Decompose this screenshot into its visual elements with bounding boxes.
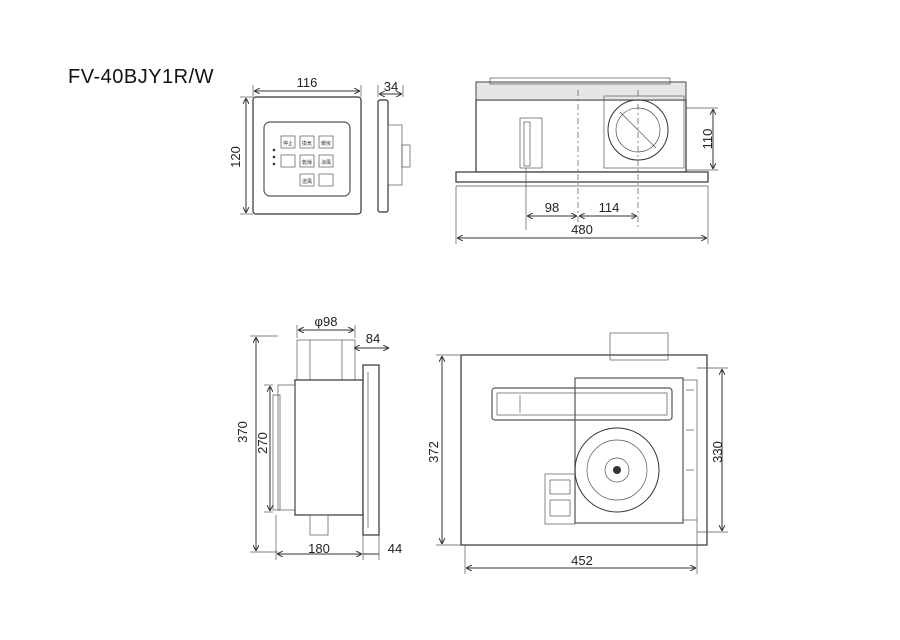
dim-overall-width-plan: 452 — [571, 553, 593, 568]
dim-inner-height-plan: 330 — [710, 441, 725, 463]
plan-view: 372 330 452 — [426, 332, 728, 574]
model-title: FV-40BJY1R/W — [68, 66, 215, 88]
dim-remote-depth: 34 — [384, 79, 398, 94]
remote-button-label: 送風 — [302, 178, 312, 185]
front-elevation-view: 110 98 114 480 — [455, 77, 718, 244]
side-elevation-view: φ98 84 370 270 180 44 — [235, 314, 402, 560]
dim-inner-height-side: 270 — [255, 432, 270, 454]
dim-duct-height: 110 — [700, 129, 715, 150]
remote-button-label: 暖房 — [321, 140, 331, 147]
remote-front-view: 停止 換気 暖房 乾燥 涼風 送風 116 120 — [228, 75, 362, 215]
dim-remote-width: 116 — [297, 75, 318, 90]
remote-side-view: 34 — [377, 79, 411, 213]
dim-side-84: 84 — [366, 331, 380, 346]
dim-overall-height-side: 370 — [235, 421, 250, 443]
dim-depth-side: 180 — [308, 541, 330, 556]
remote-button-label: 停止 — [283, 140, 293, 147]
remote-button-label: 涼風 — [321, 159, 331, 166]
remote-button-label: 乾燥 — [302, 159, 312, 166]
dim-flange-side: 44 — [388, 541, 402, 556]
dim-offset-98: 98 — [545, 200, 559, 215]
dim-overall-height-plan: 372 — [426, 441, 441, 463]
dim-offset-114: 114 — [599, 200, 620, 215]
dim-overall-width-top: 480 — [571, 222, 593, 237]
remote-button-grid: 停止 換気 暖房 乾燥 涼風 送風 — [272, 135, 334, 187]
dim-duct-diameter: φ98 — [315, 314, 338, 329]
remote-button-label: 換気 — [302, 140, 312, 147]
dim-remote-height: 120 — [228, 146, 243, 168]
